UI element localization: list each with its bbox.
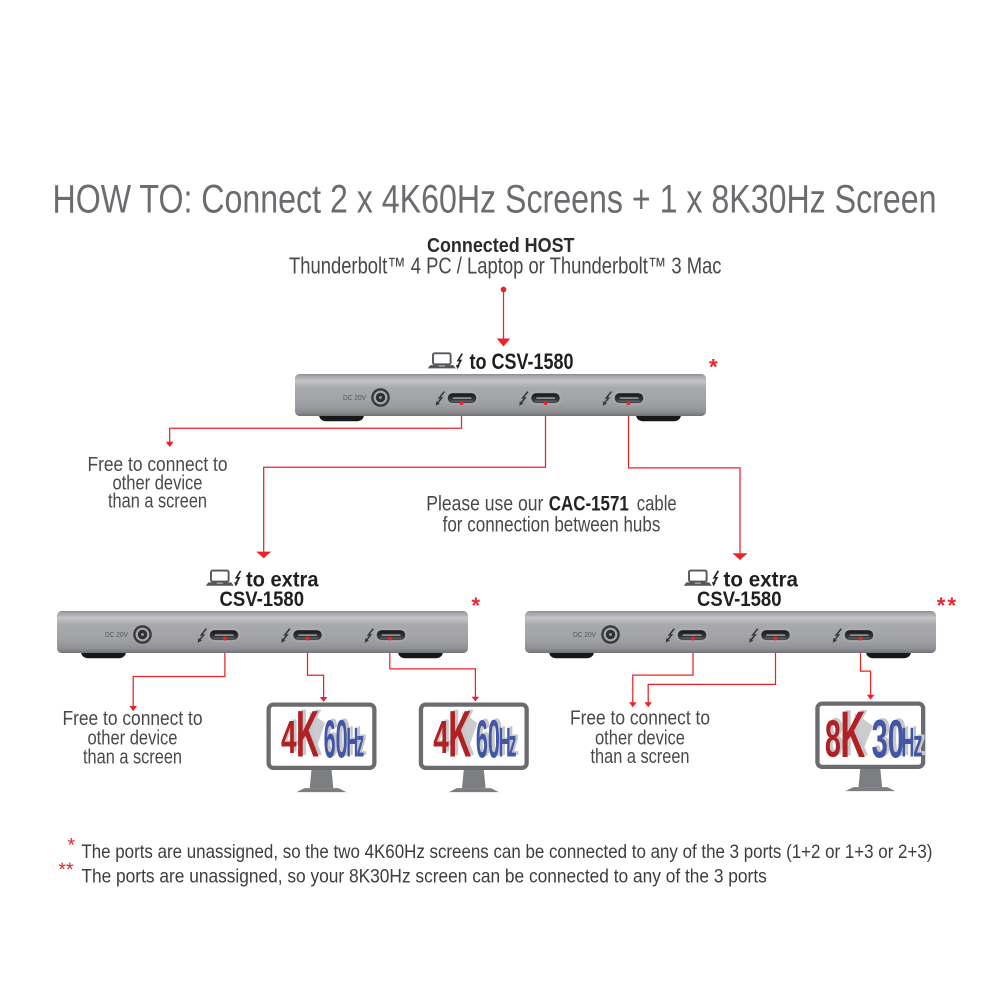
svg-text:other device: other device <box>595 727 685 750</box>
svg-text:Free to connect to: Free to connect to <box>88 453 228 476</box>
svg-text:*: * <box>68 835 76 857</box>
svg-text:K: K <box>299 696 322 769</box>
svg-text:60: 60 <box>324 710 348 770</box>
svg-text:8: 8 <box>825 710 841 768</box>
svg-text:Please use our: Please use our <box>426 492 543 516</box>
svg-text:4: 4 <box>284 710 300 762</box>
svg-text:Connected HOST: Connected HOST <box>427 235 575 257</box>
svg-text:H: H <box>349 717 361 764</box>
svg-text:z: z <box>916 721 925 764</box>
svg-text:Thunderbolt™ 4 PC / Laptop or: Thunderbolt™ 4 PC / Laptop or Thunderbol… <box>289 253 722 279</box>
svg-text:CSV-1580: CSV-1580 <box>220 588 305 611</box>
svg-text:**: ** <box>937 593 959 618</box>
svg-text:to extra: to extra <box>724 568 799 591</box>
svg-text:*: * <box>472 593 481 618</box>
svg-text:H: H <box>346 718 358 765</box>
svg-text:CSV-1580: CSV-1580 <box>697 588 782 611</box>
svg-text:cable: cable <box>637 492 677 516</box>
svg-text:8: 8 <box>828 709 844 767</box>
svg-text:CAC-1571: CAC-1571 <box>549 492 629 516</box>
svg-text:other device: other device <box>113 471 203 494</box>
svg-text:for connection between hubs: for connection between hubs <box>443 513 661 537</box>
svg-text:H: H <box>904 717 917 764</box>
svg-text:Free to connect to: Free to connect to <box>63 707 203 730</box>
svg-text:30: 30 <box>872 710 904 770</box>
svg-text:than a screen: than a screen <box>591 745 690 768</box>
svg-text:60: 60 <box>327 708 351 768</box>
svg-text:than a screen: than a screen <box>108 490 207 513</box>
svg-text:z: z <box>359 721 367 764</box>
svg-text:The ports are unassigned, so t: The ports are unassigned, so the two 4K6… <box>81 841 932 863</box>
svg-text:*: * <box>709 355 718 380</box>
svg-text:K: K <box>840 698 865 771</box>
svg-text:to CSV-1580: to CSV-1580 <box>470 349 574 374</box>
svg-text:K: K <box>843 696 868 769</box>
svg-text:z: z <box>357 722 365 765</box>
svg-text:4: 4 <box>281 711 297 763</box>
svg-text:30: 30 <box>875 708 907 768</box>
svg-text:than a screen: than a screen <box>83 746 182 769</box>
svg-text:to extra: to extra <box>246 568 319 591</box>
svg-text:HOW TO: Connect 2 x 4K60Hz Scr: HOW TO: Connect 2 x 4K60Hz Screens + 1 x… <box>53 178 937 222</box>
svg-text:**: ** <box>58 859 74 881</box>
svg-text:Free to connect to: Free to connect to <box>570 707 710 730</box>
svg-text:The ports are unassigned, so y: The ports are unassigned, so your 8K30Hz… <box>81 865 767 887</box>
svg-text:other device: other device <box>88 726 178 749</box>
svg-text:H: H <box>901 718 914 765</box>
svg-text:K: K <box>296 697 319 770</box>
svg-text:z: z <box>913 722 922 765</box>
